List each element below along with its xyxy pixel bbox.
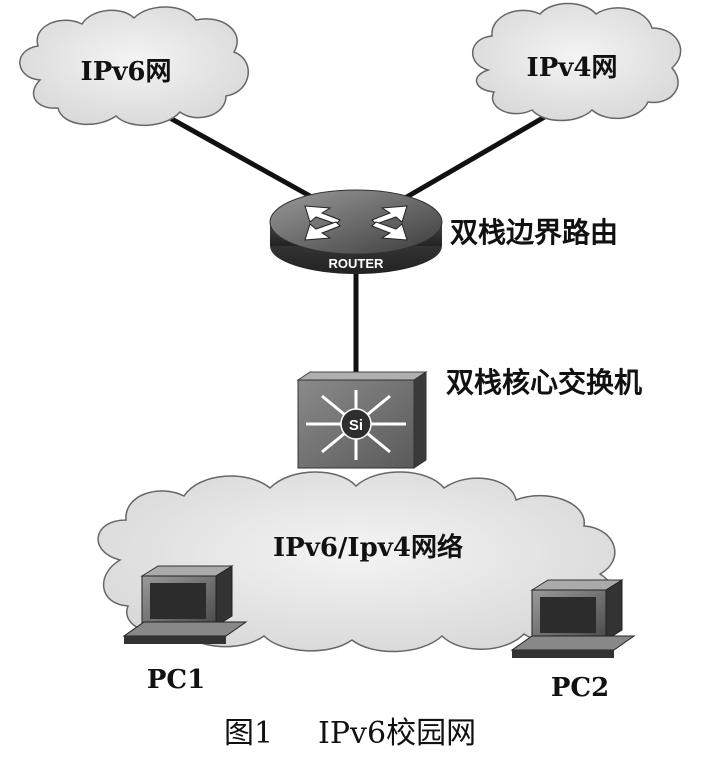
- ipv4-cloud: IPv4网: [471, 2, 682, 122]
- pc2-label: PC2: [551, 673, 609, 703]
- switch-side-face: [413, 371, 427, 469]
- router-body-top: [269, 189, 443, 255]
- link-ipv4-router: [402, 105, 563, 201]
- ipv4-cloud-label: IPv4网: [527, 53, 618, 83]
- figure-caption: 图1 IPv6校园网: [224, 716, 476, 751]
- pc2-screen: [540, 597, 596, 633]
- switch-label: 双栈核心交换机: [446, 366, 642, 399]
- pc2-keyboard: [510, 635, 636, 651]
- router-arrows-icon: [304, 205, 408, 241]
- pc2-keyboard-front: [512, 650, 614, 658]
- switch-center-disc: [340, 408, 372, 440]
- pc1-keyboard: [122, 621, 248, 637]
- ipv6-cloud: IPv6网: [19, 6, 249, 127]
- pc1-monitor-side: [215, 565, 233, 627]
- switch-top-face: [296, 371, 428, 381]
- pc1-screen: [150, 583, 206, 619]
- router-device-text: ROUTER: [329, 256, 385, 271]
- link-ipv6-router: [167, 115, 313, 199]
- switch-device-text: Si: [349, 417, 363, 434]
- ipv6-cloud-label: IPv6网: [81, 57, 172, 87]
- router-label: 双栈边界路由: [450, 216, 618, 249]
- pc1-keyboard-front: [124, 636, 226, 644]
- lan-cloud-label: IPv6/Ipv4网络: [273, 532, 463, 563]
- pc1-label: PC1: [147, 665, 205, 695]
- caption-title: IPv6校园网: [318, 716, 476, 751]
- ipv4-cloud-shape: [471, 2, 682, 122]
- router: ROUTER 双栈边界路由: [269, 189, 618, 274]
- connection-lines: [167, 105, 563, 378]
- core-switch: Si 双栈核心交换机: [296, 366, 642, 469]
- pc2-monitor-side: [605, 579, 623, 641]
- ipv6-cloud-shape: [19, 6, 249, 127]
- pc1: PC1: [122, 565, 248, 695]
- pc2: PC2: [510, 579, 636, 703]
- caption-number: 图1: [224, 716, 273, 751]
